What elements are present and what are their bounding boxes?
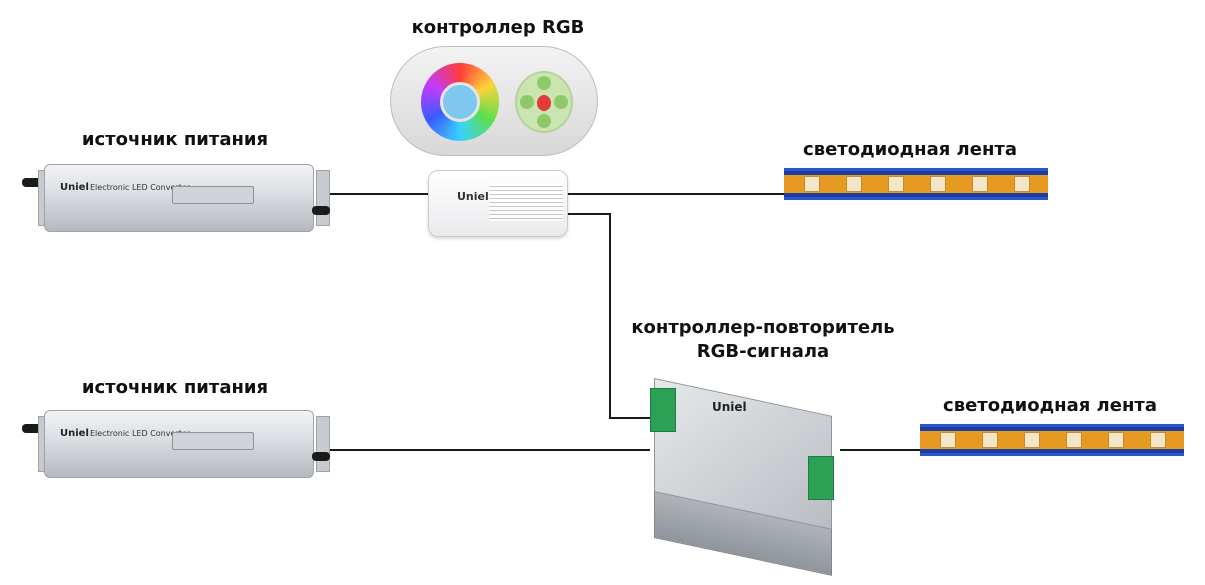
repeater-brand: Uniel — [712, 400, 747, 414]
rgb-controller-box: Uniel — [428, 170, 568, 237]
rgb-controller-label: контроллер RGB — [411, 17, 585, 38]
rgb-remote-controller — [390, 46, 598, 156]
psu-subtitle: Electronic LED Converter — [90, 183, 191, 192]
repeater-label-line1: контроллер-повторитель — [631, 317, 895, 338]
power-supply-bottom-label: источник питания — [81, 377, 269, 398]
power-supply-top: Uniel Electronic LED Converter — [22, 164, 330, 232]
repeater-label-line2: RGB-сигнала — [696, 341, 830, 362]
power-supply-bottom: Uniel Electronic LED Converter — [22, 410, 330, 478]
psu-brand: Uniel — [60, 428, 89, 439]
psu-plate — [172, 432, 254, 450]
wire-controller-to-repeater — [568, 213, 660, 419]
output-terminal-icon — [808, 456, 834, 500]
controller-text-lines — [489, 183, 563, 221]
psu-plate — [172, 186, 254, 204]
power-supply-top-label: источник питания — [81, 129, 269, 150]
led-strip-top-label: светодиодная лента — [803, 139, 1017, 160]
rgb-repeater: Uniel — [642, 372, 842, 576]
psu-brand: Uniel — [60, 182, 89, 193]
color-wheel-icon — [421, 63, 499, 141]
psu-subtitle: Electronic LED Converter — [90, 429, 191, 438]
keypad-icon — [515, 71, 573, 133]
input-terminal-icon — [650, 388, 676, 432]
led-strip-bottom — [920, 424, 1184, 456]
controller-brand: Uniel — [457, 190, 489, 203]
led-strip-bottom-label: светодиодная лента — [943, 395, 1157, 416]
led-strip-top — [784, 168, 1048, 200]
